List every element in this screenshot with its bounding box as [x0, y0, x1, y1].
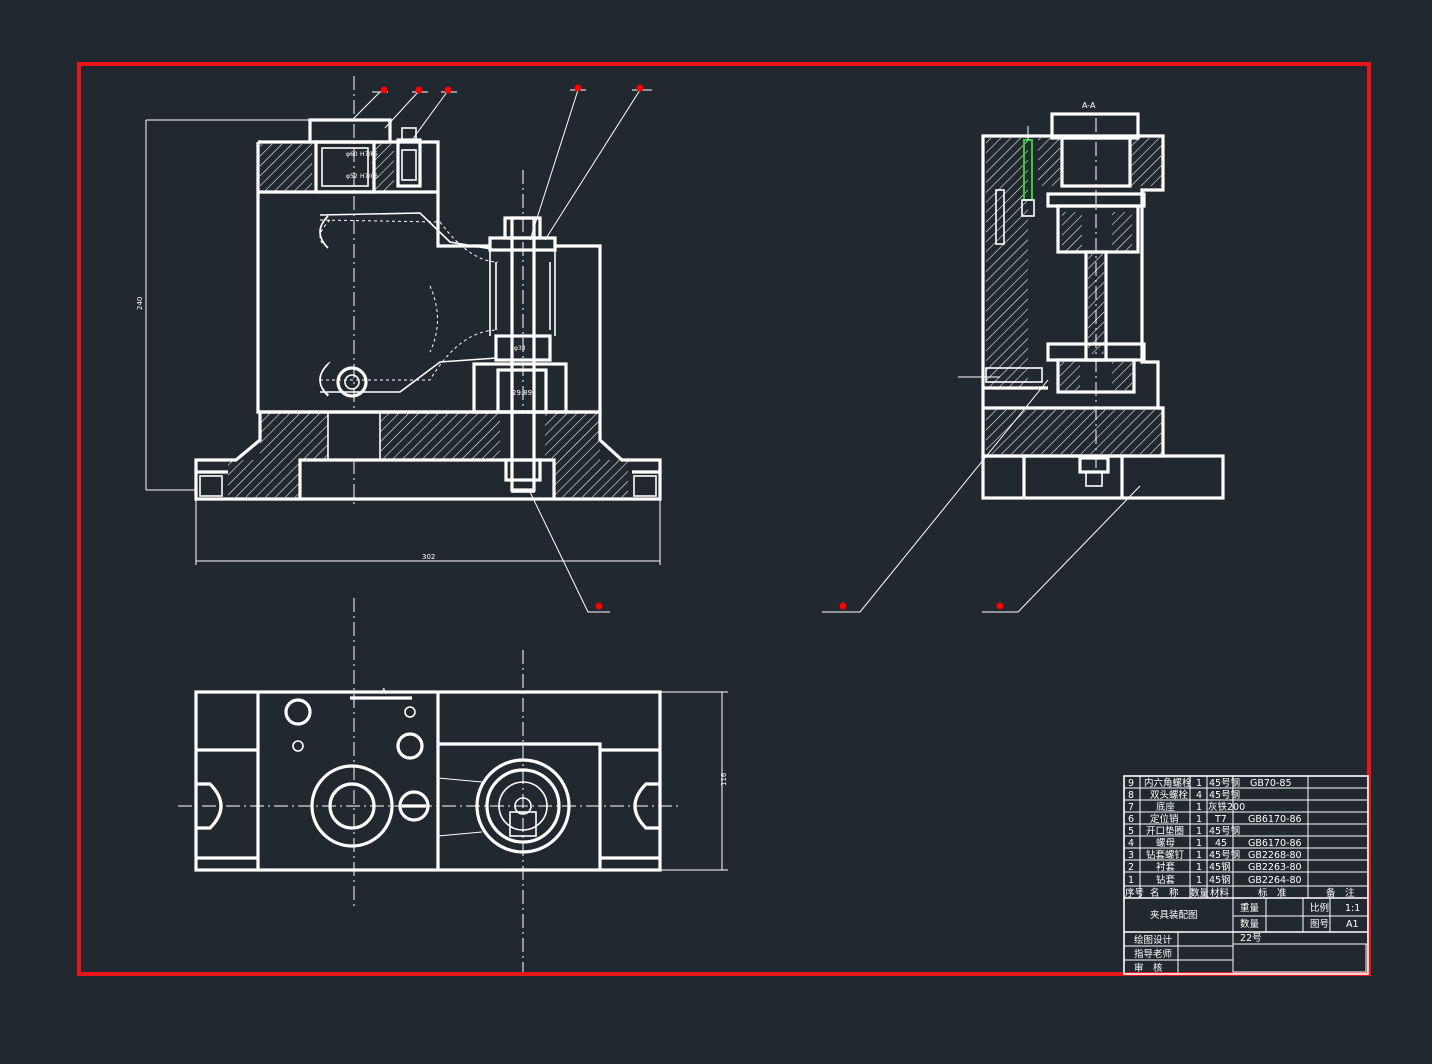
- bom-no: 7: [1128, 802, 1134, 813]
- bom-name: 衬套: [1156, 861, 1176, 873]
- title-quantity-label: 数量: [1240, 918, 1260, 930]
- title-scale-label: 比例: [1310, 902, 1329, 914]
- bom-name: 螺母: [1156, 838, 1175, 849]
- part-balloons: [380, 84, 1004, 610]
- title-drawing-no-label: 图号: [1310, 919, 1329, 930]
- bom-mat: 45号钢: [1209, 825, 1240, 837]
- bom-qty: 1: [1196, 875, 1202, 886]
- base-hatch: [228, 412, 628, 497]
- bom-std: GB2264-80: [1248, 875, 1302, 886]
- top-base-outline: [194, 690, 662, 872]
- title-instructor: 指导老师: [1134, 948, 1172, 960]
- bom-no: 5: [1128, 826, 1134, 837]
- bom-qty: 1: [1196, 778, 1202, 789]
- locating-pin-front: [336, 366, 368, 398]
- dim-height: 240: [136, 297, 144, 310]
- bom-qty: 1: [1196, 862, 1202, 873]
- top-view[interactable]: A 116: [178, 598, 728, 972]
- title-reviewer: 审 核: [1134, 962, 1163, 974]
- balloon: [415, 86, 423, 94]
- bom-qty: 1: [1196, 826, 1202, 837]
- bom-header-qty: 数量: [1190, 887, 1210, 899]
- dim-pin-len: 29.89: [512, 389, 532, 397]
- bom-mat: 45号钢: [1209, 849, 1240, 861]
- bom-no: 2: [1128, 862, 1134, 873]
- bom-mat: 45钢: [1209, 861, 1231, 873]
- bom-no: 9: [1128, 778, 1134, 789]
- bom-header-std: 标 准: [1258, 887, 1287, 899]
- bom-header-mat: 材料: [1210, 887, 1230, 899]
- title-scale-value: 1:1: [1345, 903, 1360, 914]
- bom-header-no: 序号: [1125, 887, 1144, 899]
- bom-name: 定位销: [1150, 813, 1179, 825]
- dim-depth-top: 116: [720, 772, 728, 786]
- bom-mat: 灰铁200: [1208, 801, 1245, 813]
- bom-std: GB2263-80: [1248, 862, 1302, 873]
- bom-qty: 4: [1196, 790, 1202, 801]
- front-view[interactable]: φ60 H7/k6 φ52 H7/n6 φ33 29.89 240: [136, 76, 662, 613]
- balloon: [574, 84, 582, 92]
- bom-name: 内六角螺栓: [1144, 777, 1192, 789]
- dim-bore-d1: φ60: [346, 151, 358, 158]
- bom-name: 底座: [1156, 801, 1176, 813]
- bom-std: GB6170-86: [1248, 838, 1302, 849]
- top-bore-outer: [310, 764, 394, 848]
- balloon: [996, 602, 1004, 610]
- dim-width-front: 302: [422, 553, 435, 561]
- drill-bushing: [308, 118, 392, 144]
- dim-fit-2: H7/n6: [360, 173, 378, 180]
- bill-of-materials[interactable]: 9 内六角螺栓 1 45号钢 GB70-85 8 双头螺栓 4 45号钢 7 底…: [1123, 775, 1369, 975]
- bom-no: 3: [1128, 850, 1134, 861]
- bom-no: 4: [1128, 838, 1134, 849]
- title-quantity-value: 22号: [1240, 933, 1262, 944]
- bom-name: 双头螺栓: [1150, 789, 1189, 801]
- balloon: [839, 602, 847, 610]
- bom-mat: 45号钢: [1209, 777, 1240, 789]
- bom-no: 6: [1128, 814, 1134, 825]
- bom-std: GB2268-80: [1248, 850, 1302, 861]
- drawing-border: [77, 62, 1371, 976]
- bom-no: 1: [1128, 875, 1134, 886]
- bom-mat: T7: [1214, 814, 1227, 825]
- bom-header-name: 名 称: [1150, 887, 1179, 899]
- dim-fit-1: H7/k6: [360, 151, 378, 158]
- bom-name: 钻套: [1156, 874, 1176, 886]
- bom-qty: 1: [1196, 814, 1202, 825]
- title-drawing: 夹具装配图: [1150, 909, 1198, 921]
- balloon: [636, 84, 644, 92]
- bom-mat: 45钢: [1209, 874, 1231, 886]
- dim-bush-d: φ33: [514, 345, 526, 352]
- top-nut-outer: [475, 758, 571, 854]
- title-designer: 绘图设计: [1134, 934, 1173, 946]
- title-drawing-no-value: A1: [1346, 919, 1359, 930]
- bom-name: 开口垫圈: [1146, 825, 1184, 837]
- bom-std: GB6170-86: [1248, 814, 1302, 825]
- dim-bore-d2: φ52: [346, 173, 358, 180]
- title-weight-label: 重量: [1240, 902, 1260, 914]
- balloon: [444, 86, 452, 94]
- bom-name: 钻套螺钉: [1146, 849, 1185, 861]
- balloon: [595, 602, 603, 610]
- balloon: [380, 86, 388, 94]
- bom-qty: 1: [1196, 802, 1202, 813]
- bom-mat: 45: [1215, 838, 1227, 849]
- section-label-aa: A-A: [1082, 101, 1096, 110]
- bom-std: GB70-85: [1250, 778, 1291, 789]
- bom-qty: 1: [1196, 838, 1202, 849]
- bom-header-note: 备 注: [1326, 887, 1355, 899]
- base-outline: [194, 410, 662, 501]
- bom-no: 8: [1128, 790, 1134, 801]
- bom-mat: 45号钢: [1209, 789, 1240, 801]
- side-section-view[interactable]: A-A: [822, 101, 1225, 613]
- bom-qty: 1: [1196, 850, 1202, 861]
